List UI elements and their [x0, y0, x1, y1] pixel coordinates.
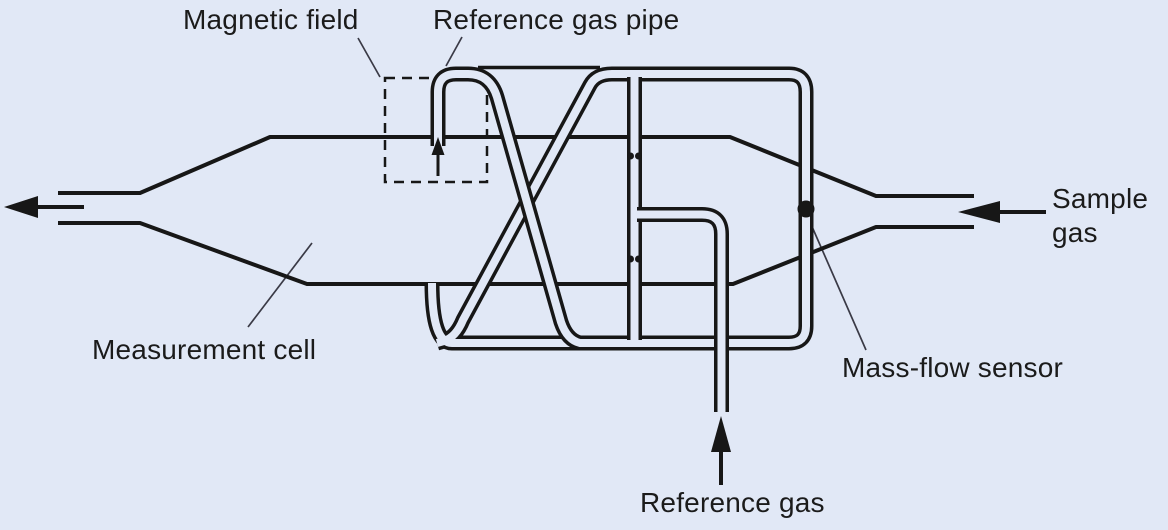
measurement-cell-outline — [58, 135, 974, 286]
reference-gas-label: Reference gas — [640, 487, 825, 518]
mass-flow-sensor-dot — [797, 200, 815, 218]
magnetic-field-leader-line — [357, 37, 381, 78]
reference-gas-pipe-label: Reference gas pipe — [433, 4, 680, 35]
reference-gas-loop-pipe — [430, 66, 588, 351]
mass-flow-sensor-label: Mass-flow sensor — [842, 352, 1064, 383]
orifice-lower — [627, 255, 642, 263]
orifice-upper — [627, 152, 642, 160]
sample-gas-arrow-icon — [958, 201, 1046, 223]
mass-flow-sensor-leader-line — [809, 221, 867, 351]
sample-gas-label: Sample gas — [1052, 182, 1148, 250]
measurement-cell-label: Measurement cell — [92, 334, 317, 365]
measurement-cell-leader-line — [247, 242, 313, 328]
magnetic-field-arrow-icon — [431, 137, 445, 176]
reference-gas-inlet-pipe — [637, 207, 729, 412]
bypass-manifold-pipe — [424, 66, 814, 351]
reference-gas-pipe-leader-line — [445, 36, 463, 67]
reference-gas-arrow-icon — [711, 416, 731, 485]
exhaust-arrow-icon — [4, 196, 84, 218]
sample-gas-label-line1: Sample — [1052, 183, 1149, 214]
sample-gas-label-line2: gas — [1052, 217, 1098, 248]
magnetic-field-label: Magnetic field — [183, 4, 359, 35]
